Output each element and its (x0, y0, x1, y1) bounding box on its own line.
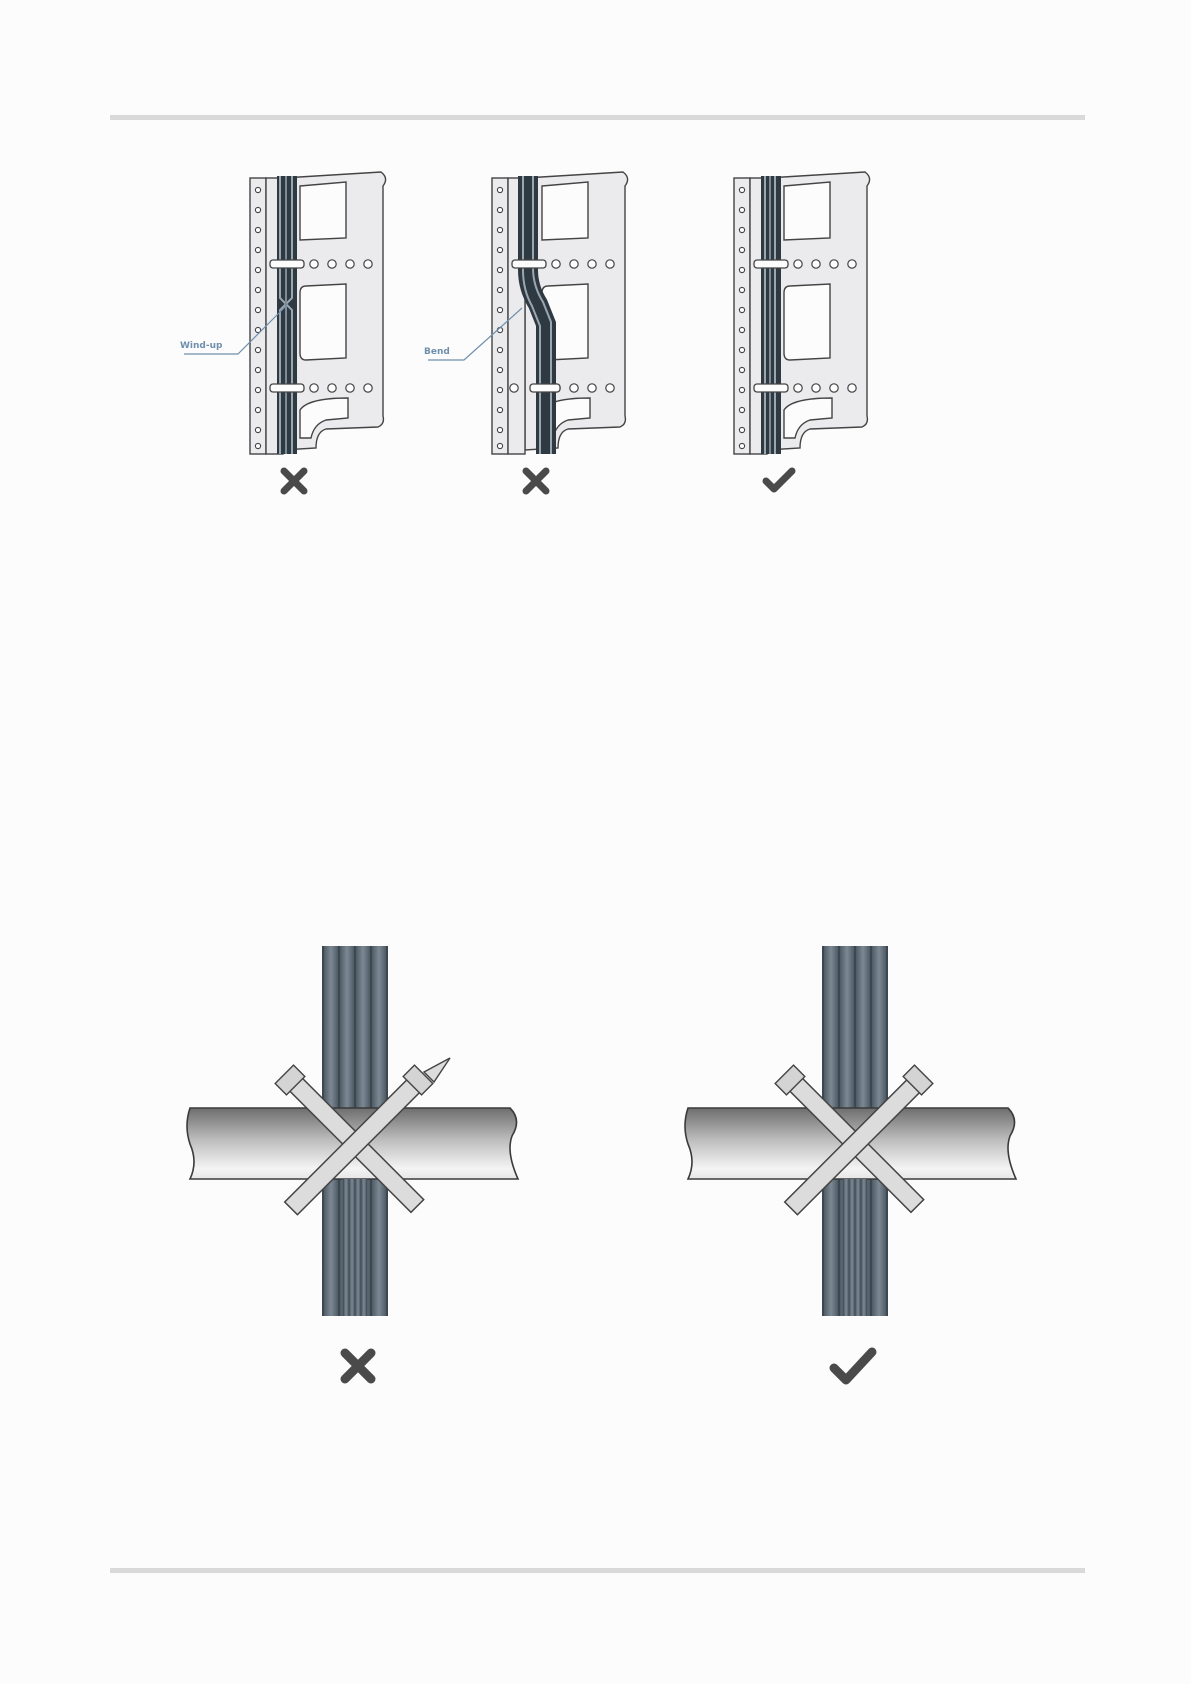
rack-panel-bend: Bend (424, 172, 628, 491)
cable-tie (270, 384, 304, 392)
cable-tie (754, 260, 788, 268)
figure-cable-tie-binding (178, 932, 1018, 1402)
cross-icon (345, 1353, 371, 1379)
cable-tie (512, 260, 546, 268)
cable-tie (530, 384, 560, 392)
cross-icon (284, 471, 304, 491)
footer-rule (110, 1568, 1085, 1573)
callout-label-wind-up: Wind-up (180, 341, 223, 351)
header-rule (110, 115, 1085, 120)
cable-bundle (277, 176, 297, 454)
check-icon (834, 1352, 872, 1380)
tie-panel-untrimmed (187, 946, 518, 1379)
cable-tie (270, 260, 304, 268)
rack-panel-wind-up: Wind-up (180, 172, 386, 491)
callout-label-bend: Bend (424, 347, 450, 357)
tie-panel-trimmed (685, 946, 1016, 1380)
check-icon (766, 471, 792, 489)
rack-panel-correct (734, 172, 870, 489)
cable-tie (754, 384, 788, 392)
cross-icon (526, 471, 546, 491)
figure-rack-cabling: Wind-up Bend (178, 148, 918, 534)
cable-bundle (761, 176, 781, 454)
